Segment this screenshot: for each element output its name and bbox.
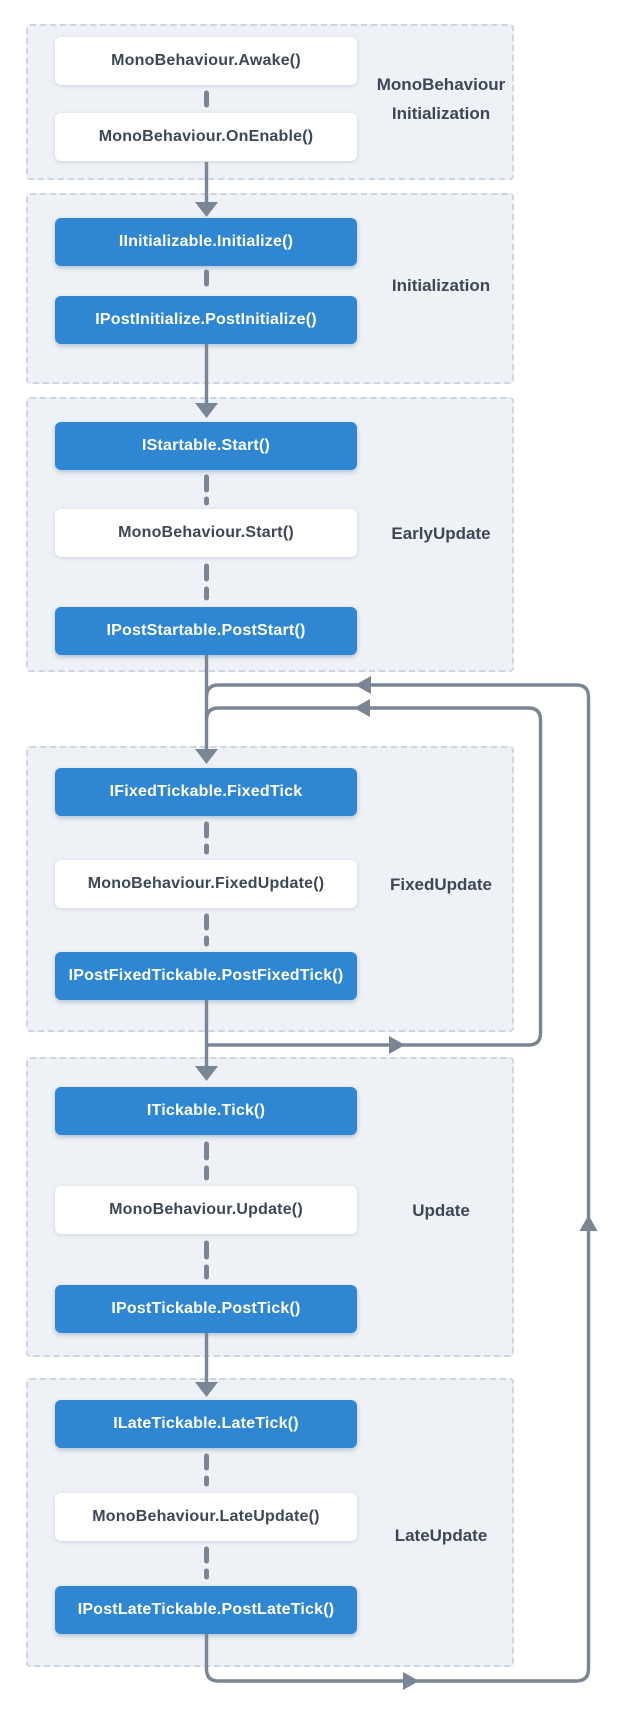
section-label-monobehaviour-initialization: MonoBehaviour Initialization: [376, 75, 506, 123]
box-ipostfixedtickable-postfixedtick: IPostFixedTickable.PostFixedTick(): [55, 952, 357, 1000]
section-label-earlyupdate: EarlyUpdate: [391, 524, 491, 543]
box-monobehaviour-start: MonoBehaviour.Start(): [55, 509, 357, 557]
box-iposttickable-posttick: IPostTickable.PostTick(): [55, 1285, 357, 1333]
section-label-initialization: Initialization: [391, 276, 491, 295]
outer-loop-up-arrowhead: [579, 1215, 598, 1231]
box-ipostlatetickable-postlatetick: IPostLateTickable.PostLateTick(): [55, 1586, 357, 1634]
box-monobehaviour-fixedupdate: MonoBehaviour.FixedUpdate(): [55, 860, 357, 908]
section-label-lateupdate: LateUpdate: [394, 1526, 488, 1545]
box-monobehaviour-update: MonoBehaviour.Update(): [55, 1186, 357, 1234]
box-ipoststartable-poststart: IPostStartable.PostStart(): [55, 607, 357, 655]
section-label-update: Update: [412, 1201, 470, 1220]
section-label-fixedupdate: FixedUpdate: [389, 875, 493, 894]
box-istartable-start: IStartable.Start(): [55, 422, 357, 470]
inner-loop-left-arrowhead: [354, 699, 370, 717]
bottom-exit-right-arrowhead: [403, 1672, 419, 1690]
box-iinitializable-initialize: IInitializable.Initialize(): [55, 218, 357, 266]
box-ifixedtickable-fixedtick: IFixedTickable.FixedTick: [55, 768, 357, 816]
box-monobehaviour-lateupdate: MonoBehaviour.LateUpdate(): [55, 1493, 357, 1541]
box-monobehaviour-awake: MonoBehaviour.Awake(): [55, 37, 357, 85]
box-monobehaviour-onenable: MonoBehaviour.OnEnable(): [55, 113, 357, 161]
box-ilatetickable-latetick: ILateTickable.LateTick(): [55, 1400, 357, 1448]
inner-loop-right-arrowhead: [389, 1036, 405, 1054]
box-ipostinitialize-postinitialize: IPostInitialize.PostInitialize(): [55, 296, 357, 344]
box-itickable-tick: ITickable.Tick(): [55, 1087, 357, 1135]
outer-loop-left-arrowhead: [355, 676, 371, 694]
